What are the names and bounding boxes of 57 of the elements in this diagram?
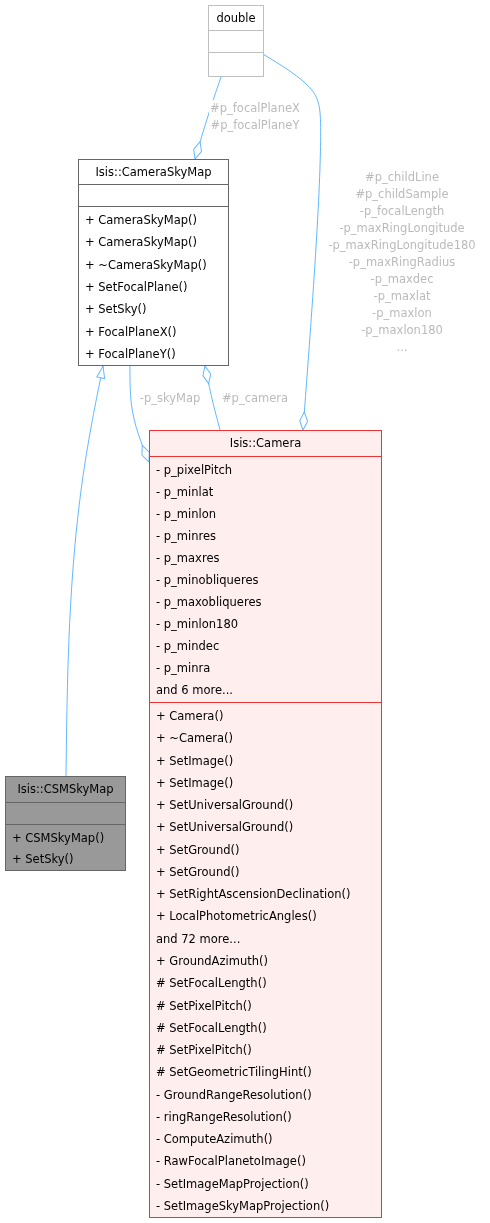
class-member: - p_minlon [156, 506, 217, 522]
class-box [208, 5, 264, 77]
class-member: + SetGround() [156, 863, 240, 880]
class-box [5, 776, 126, 871]
class-member: + SetImage() [156, 774, 234, 791]
class-member: - GroundRangeResolution() [156, 1086, 312, 1103]
class-member: + FocalPlaneX() [85, 323, 177, 340]
class-member: - p_minobliqueres [156, 572, 259, 588]
class-member: + Camera() [156, 708, 224, 725]
connector [263, 54, 322, 431]
class-member: + CameraSkyMap() [85, 234, 198, 251]
class-member: + SetGround() [156, 841, 240, 858]
class-member: and 72 more... [156, 930, 241, 947]
class-member: # SetFocalLength() [156, 1019, 267, 1036]
connector [65, 365, 106, 777]
class-member: - ringRangeResolution() [156, 1108, 292, 1125]
class-member: - SetImageSkyMapProjection() [156, 1197, 330, 1214]
class-member: + ~CameraSkyMap() [85, 256, 207, 273]
class-member: # SetPixelPitch() [156, 997, 252, 1014]
class-member: + FocalPlaneY() [85, 345, 176, 362]
class-member: + LocalPhotometricAngles() [156, 908, 317, 925]
class-member: + SetRightAscensionDeclination() [156, 886, 351, 903]
class-member: + SetSky() [85, 301, 147, 318]
class-name: Isis::Camera [228, 435, 303, 451]
class-name: Isis::CSMSkyMap [16, 781, 115, 797]
class-member: - p_minres [156, 528, 217, 544]
class-member: + SetFocalPlane() [85, 279, 188, 295]
class-member: + SetUniversalGround() [156, 819, 294, 836]
class-member: - p_mindec [156, 638, 220, 654]
class-member: # SetGeometricTilingHint() [156, 1064, 312, 1081]
class-member: and 6 more... [156, 682, 234, 698]
class-member: + SetSky() [12, 851, 74, 868]
class-member: - p_minlat [156, 484, 214, 500]
class-member: # SetFocalLength() [156, 975, 267, 992]
edge-label: #p_focalPlaneX #p_focalPlaneY [209, 100, 301, 134]
class-box [78, 159, 229, 366]
class-member: + SetUniversalGround() [156, 797, 294, 814]
class-box [149, 430, 382, 1218]
class-name: double [215, 9, 257, 26]
class-member: - p_maxres [156, 550, 220, 566]
connector [129, 365, 150, 463]
class-member: + CSMSkyMap() [12, 829, 105, 846]
class-member: + CameraSkyMap() [85, 212, 198, 229]
edge-label: -p_skyMap [138, 389, 202, 407]
class-member: # SetPixelPitch() [156, 1042, 252, 1059]
class-member: + ~Camera() [156, 730, 234, 747]
class-member: - ComputeAzimuth() [156, 1131, 273, 1148]
class-member: - p_minra [156, 660, 211, 676]
class-member: - RawFocalPlanetoImage() [156, 1153, 306, 1170]
class-member: - SetImageMapProjection() [156, 1175, 309, 1192]
class-member: + SetImage() [156, 752, 234, 769]
class-member: - p_minlon180 [156, 616, 238, 632]
class-member: + GroundAzimuth() [156, 953, 268, 969]
connector [202, 365, 221, 431]
class-member: - p_maxobliqueres [156, 594, 262, 610]
class-name: Isis::CameraSkyMap [94, 163, 213, 180]
class-member: - p_pixelPitch [156, 462, 233, 478]
